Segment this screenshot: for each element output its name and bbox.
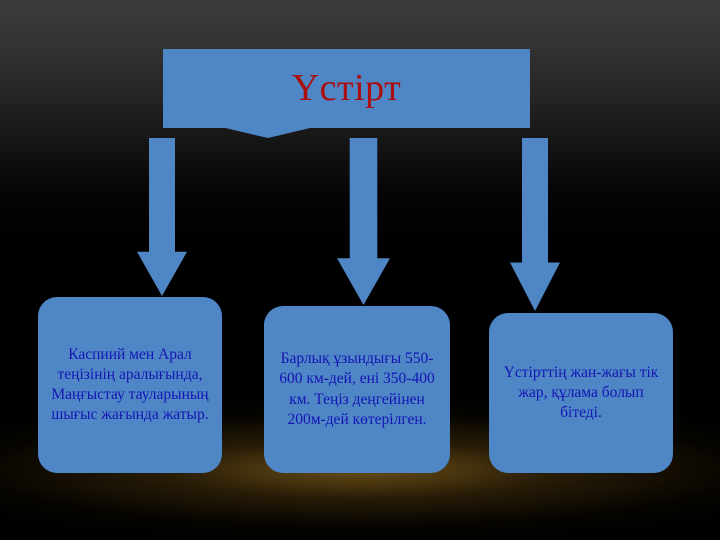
- down-arrow-icon-1: [137, 138, 187, 296]
- content-box-3-text: Үстірттің жан-жағы тік жар, құлама болып…: [503, 363, 659, 422]
- title-callout-shape: [163, 49, 530, 138]
- content-box-1-text: Каспиий мен Арал теңізінің аралығында, М…: [51, 345, 209, 424]
- content-box-1: Каспиий мен Арал теңізінің аралығында, М…: [38, 297, 222, 473]
- content-box-3: Үстірттің жан-жағы тік жар, құлама болып…: [489, 313, 673, 473]
- down-arrow-icon-3: [510, 138, 560, 311]
- down-arrow-icon-2: [337, 138, 390, 305]
- content-box-2: Барлық ұзындығы 550-600 км-дей, ені 350-…: [264, 306, 450, 473]
- content-box-2-text: Барлық ұзындығы 550-600 км-дей, ені 350-…: [279, 350, 435, 428]
- page-title: Үстірт: [291, 66, 402, 109]
